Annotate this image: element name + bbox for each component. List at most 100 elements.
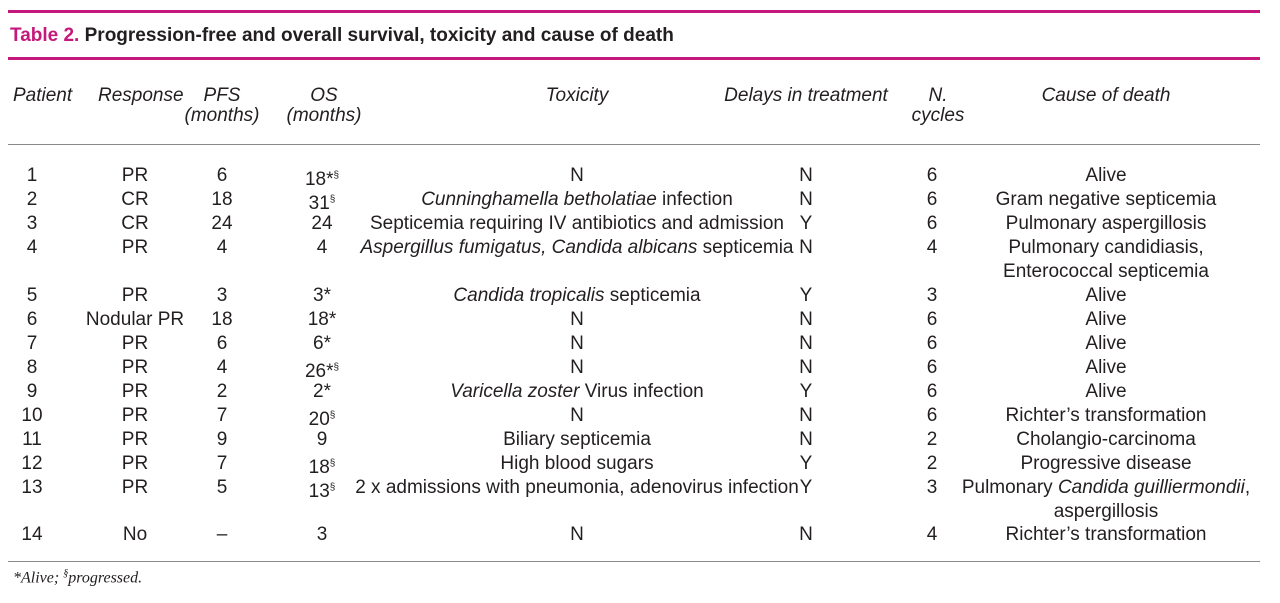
header-toxicity: Toxicity xyxy=(545,85,609,106)
cell-cycles: 6 xyxy=(926,189,938,210)
cell-pfs: 5 xyxy=(216,477,228,498)
cell-os: 9 xyxy=(316,429,328,450)
cell-response: PR xyxy=(121,285,149,306)
cell-pfs: 4 xyxy=(216,357,228,378)
cell-patient: 12 xyxy=(21,453,43,474)
table-bottom-rule xyxy=(8,561,1260,562)
cell-response: CR xyxy=(121,189,149,210)
header-cycles: N.cycles xyxy=(911,85,965,126)
cell-toxicity: N xyxy=(570,524,584,545)
cell-toxicity: N xyxy=(570,405,584,426)
cell-cause-of-death: Alive xyxy=(1085,357,1127,378)
cell-cycles: 3 xyxy=(926,477,938,498)
cell-response: PR xyxy=(121,333,149,354)
cell-pfs: 2 xyxy=(216,381,228,402)
cell-patient: 6 xyxy=(26,309,38,330)
header-pfs: PFS(months) xyxy=(184,85,260,126)
cell-pfs: 18 xyxy=(211,189,233,210)
cell-os: 24 xyxy=(311,213,333,234)
cell-os: 20§ xyxy=(308,409,336,430)
cell-delay: N xyxy=(799,165,813,186)
cell-delay: Y xyxy=(799,213,813,234)
cell-cause-of-death: Alive xyxy=(1085,381,1127,402)
cell-toxicity: N xyxy=(570,333,584,354)
cell-cause-of-death: Pulmonary Candida guilliermondii,aspergi… xyxy=(961,477,1251,522)
cell-delay: N xyxy=(799,429,813,450)
header-delays: Delays in treatment xyxy=(724,85,888,106)
cell-delay: N xyxy=(799,524,813,545)
cell-delay: N xyxy=(799,333,813,354)
cell-patient: 5 xyxy=(26,285,38,306)
cell-toxicity: High blood sugars xyxy=(500,453,654,474)
cell-os: 18§ xyxy=(308,457,336,478)
cell-cause-of-death: Alive xyxy=(1085,165,1127,186)
header-patient: Patient xyxy=(13,85,73,106)
cell-cause-of-death: Pulmonary candidiasis,Enterococcal septi… xyxy=(1003,237,1209,282)
cell-pfs: 6 xyxy=(216,165,228,186)
cell-response: PR xyxy=(121,237,149,258)
cell-cause-of-death: Progressive disease xyxy=(1020,453,1192,474)
cell-os: 26*§ xyxy=(304,361,340,382)
header-response: Response xyxy=(98,85,184,106)
cell-toxicity: Candida tropicalis septicemia xyxy=(453,285,701,306)
cell-delay: Y xyxy=(799,381,813,402)
cell-toxicity: N xyxy=(570,357,584,378)
cell-os: 18* xyxy=(307,309,337,330)
cell-os: 6* xyxy=(313,333,331,354)
header-cause-of-death: Cause of death xyxy=(1041,85,1171,106)
cell-cycles: 6 xyxy=(926,213,938,234)
cell-delay: Y xyxy=(799,477,813,498)
cell-cycles: 2 xyxy=(926,453,938,474)
cell-patient: 7 xyxy=(26,333,38,354)
cell-cycles: 3 xyxy=(926,285,938,306)
cell-toxicity: Septicemia requiring IV antibiotics and … xyxy=(370,213,784,234)
cell-patient: 1 xyxy=(26,165,38,186)
cell-pfs: 18 xyxy=(211,309,233,330)
cell-os: 2* xyxy=(313,381,331,402)
cell-patient: 14 xyxy=(21,524,43,545)
caption-top-rule xyxy=(8,10,1260,13)
cell-patient: 11 xyxy=(22,429,42,450)
cell-patient: 13 xyxy=(21,477,43,498)
cell-cause-of-death: Cholangio-carcinoma xyxy=(1016,429,1196,450)
header-divider xyxy=(8,144,1260,145)
cell-cycles: 4 xyxy=(926,237,938,258)
cell-response: No xyxy=(122,524,148,545)
caption-bottom-rule xyxy=(8,57,1260,60)
cell-cause-of-death: Richter’s transformation xyxy=(1005,524,1207,545)
cell-delay: Y xyxy=(799,453,813,474)
cell-cause-of-death: Gram negative septicemia xyxy=(995,189,1217,210)
cell-pfs: 9 xyxy=(216,429,228,450)
cell-cycles: 6 xyxy=(926,309,938,330)
table-number: Table 2. xyxy=(10,25,80,46)
cell-cycles: 6 xyxy=(926,357,938,378)
cell-pfs: 4 xyxy=(216,237,228,258)
cell-delay: N xyxy=(799,405,813,426)
cell-response: PR xyxy=(121,429,149,450)
cell-toxicity: Biliary septicemia xyxy=(503,429,651,450)
cell-response: PR xyxy=(121,381,149,402)
cell-pfs: 7 xyxy=(216,453,228,474)
cell-delay: N xyxy=(799,357,813,378)
cell-cycles: 4 xyxy=(926,524,938,545)
cell-response: PR xyxy=(121,405,149,426)
table-title: Progression-free and overall survival, t… xyxy=(84,25,674,46)
cell-cause-of-death: Alive xyxy=(1085,333,1127,354)
cell-patient: 9 xyxy=(26,381,38,402)
cell-os: 31§ xyxy=(308,193,336,214)
cell-patient: 10 xyxy=(21,405,43,426)
cell-patient: 8 xyxy=(26,357,38,378)
cell-patient: 3 xyxy=(26,213,38,234)
cell-pfs: 24 xyxy=(211,213,233,234)
cell-os: 4 xyxy=(316,237,328,258)
cell-response: PR xyxy=(121,477,149,498)
table-footnote: *Alive; §progressed. xyxy=(13,568,143,587)
header-os: OS(months) xyxy=(286,85,362,126)
cell-cycles: 2 xyxy=(926,429,938,450)
cell-cycles: 6 xyxy=(926,405,938,426)
cell-cycles: 6 xyxy=(926,333,938,354)
cell-toxicity: 2 x admissions with pneumonia, adenoviru… xyxy=(355,477,799,498)
cell-os: 3 xyxy=(316,524,328,545)
cell-toxicity: Varicella zoster Virus infection xyxy=(450,381,704,402)
cell-cause-of-death: Alive xyxy=(1085,285,1127,306)
